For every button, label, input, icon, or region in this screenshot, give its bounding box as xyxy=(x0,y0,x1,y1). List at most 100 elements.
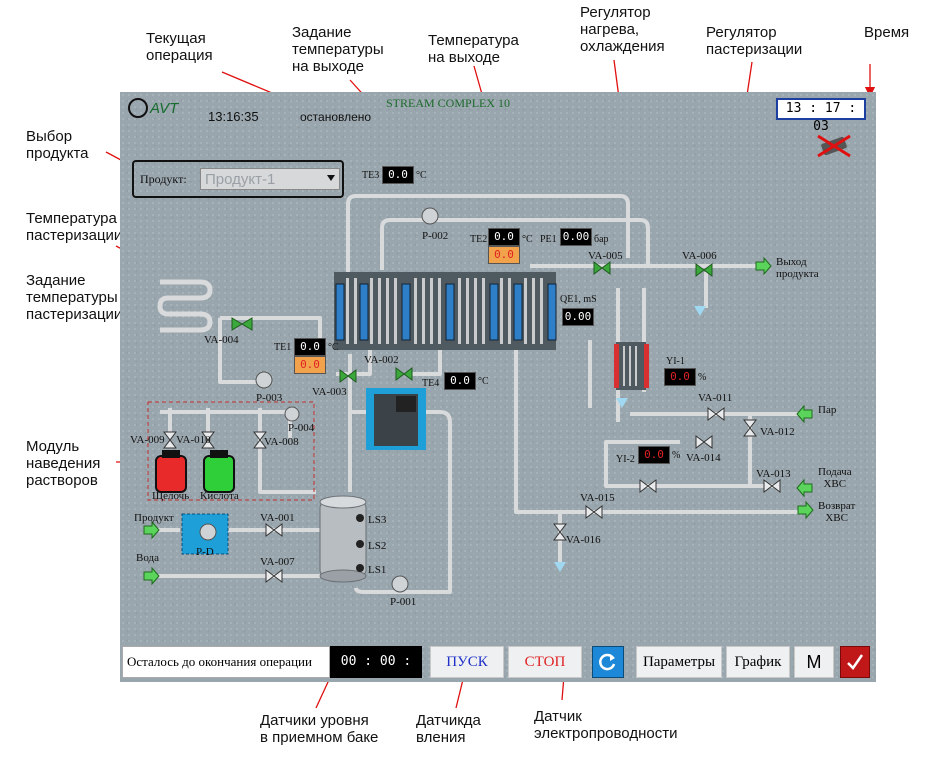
pump-p001-label: P-001 xyxy=(390,596,417,608)
pipe-return xyxy=(514,288,810,514)
yi2-value[interactable]: 0.0 xyxy=(638,446,670,464)
valves xyxy=(163,261,781,583)
manual-mode-button[interactable]: M xyxy=(794,646,834,678)
logo: AVT xyxy=(128,98,178,118)
yi2-unit: % xyxy=(672,450,681,461)
heating-coil xyxy=(157,279,213,333)
annotation-level-sensors: Датчики уровня в приемном баке xyxy=(260,712,379,746)
valve-va016-shape xyxy=(553,523,567,541)
stop-button[interactable]: СТОП xyxy=(508,646,582,678)
annotation-past-temp: Температура пастеризации xyxy=(26,210,123,244)
dosing-tank-acid xyxy=(203,450,235,493)
level-ls3: LS3 xyxy=(368,514,387,526)
valve-va011-label: VA-011 xyxy=(698,392,733,404)
valve-va004-shape xyxy=(231,317,253,331)
pump-p002-label: P-002 xyxy=(422,230,449,242)
yi1-value[interactable]: 0.0 xyxy=(664,368,696,386)
valve-va012-shape xyxy=(743,419,757,437)
product-dropdown[interactable]: Продукт-1 xyxy=(200,168,340,190)
te4-value: 0.0 xyxy=(444,372,476,390)
pipe-p001 xyxy=(352,410,452,594)
valve-va007-shape xyxy=(265,569,283,583)
pump-pd-label: P-D xyxy=(196,546,214,558)
valve-va007-label: VA-007 xyxy=(260,556,295,568)
operation-status: остановлено xyxy=(300,110,372,124)
pump-p004-label: P-004 xyxy=(288,422,315,434)
product-label: Продукт: xyxy=(140,172,187,186)
dosing-tank-alkali xyxy=(155,450,187,493)
product-in-label: Продукт xyxy=(134,512,174,524)
refresh-button[interactable] xyxy=(592,646,624,678)
parameters-button[interactable]: Параметры xyxy=(636,646,722,678)
confirm-button[interactable] xyxy=(840,646,870,678)
pump-p004-shape xyxy=(284,406,300,422)
valve-va003-label: VA-003 xyxy=(312,386,347,398)
te4-unit: °C xyxy=(478,376,489,387)
te1-unit: °C xyxy=(328,342,339,353)
yi1-unit: % xyxy=(698,372,707,383)
te2-setpoint[interactable]: 0.0 xyxy=(488,246,520,264)
annotation-pressure-sensor: Датчикда вления xyxy=(416,712,481,746)
te3-tag: TE3 xyxy=(362,170,380,181)
pe1-value: 0.00 xyxy=(560,228,592,246)
valve-va010-label: VA-010 xyxy=(176,434,211,446)
qe1-tag: QE1, mS xyxy=(560,294,597,305)
tank-alkali-label: Щелочь xyxy=(152,490,190,502)
annotation-product-select: Выбор продукта xyxy=(26,128,89,162)
start-button[interactable]: ПУСК xyxy=(430,646,504,678)
tank-acid-label: Кислота xyxy=(200,490,239,502)
valve-va015-shape xyxy=(585,505,603,519)
valve-va003-shape xyxy=(339,369,357,383)
te4-tag: TE4 xyxy=(422,378,440,389)
checkmark-icon xyxy=(847,654,864,670)
valve-va012-label: VA-012 xyxy=(760,426,795,438)
process-diagram xyxy=(143,194,814,594)
te1-tag: TE1 xyxy=(274,342,292,353)
valve-va001-shape xyxy=(265,523,283,537)
water-in-label: Вода xyxy=(136,552,159,564)
valve-va008-shape xyxy=(253,431,267,449)
valve-va013-shape xyxy=(763,479,781,493)
product-selector: Продукт: Продукт-1 xyxy=(132,160,344,198)
yi1-tag: YI-1 xyxy=(666,356,685,367)
pipe-top-loop xyxy=(346,194,630,288)
chevron-down-icon xyxy=(327,175,335,181)
pump-p003-label: P-003 xyxy=(256,392,283,404)
annotation-temp-out: Температура на выходе xyxy=(428,32,519,66)
valve-va006-label: VA-006 xyxy=(682,250,717,262)
annotation-heat-cool-regulator: Регулятор нагрева, охлаждения xyxy=(580,4,665,55)
te2-value: 0.0 xyxy=(488,228,520,246)
valve-va013-label: VA-013 xyxy=(756,468,791,480)
cold-water-in-label: Подача ХВС xyxy=(818,466,852,490)
te1-value: 0.0 xyxy=(294,338,326,356)
valve-va002-label: VA-002 xyxy=(364,354,399,366)
valve-va010-shape xyxy=(201,431,215,449)
yi2-tag: YI-2 xyxy=(616,454,635,465)
valve-va016-label: VA-016 xyxy=(566,534,601,546)
refresh-icon xyxy=(599,653,616,671)
steam-label: Пар xyxy=(818,404,837,416)
pipe-va012 xyxy=(604,414,752,488)
valve-va004-label: VA-004 xyxy=(204,334,239,346)
valve-va014-shape xyxy=(695,435,713,449)
logo-text: AVT xyxy=(150,99,179,117)
pe1-unit: бар xyxy=(594,234,609,245)
product-out-label: Выход продукта xyxy=(776,256,819,280)
scada-panel: AVT 13:16:35 остановлено STREAM COMPLEX … xyxy=(120,92,876,682)
te3-value: 0.0 xyxy=(382,166,414,184)
te1-setpoint[interactable]: 0.0 xyxy=(294,356,326,374)
valve-va006-shape xyxy=(695,263,713,277)
te2-tag: TE2 xyxy=(470,234,488,245)
remaining-time: 00 : 00 : 00 xyxy=(330,646,422,701)
control-cabinet xyxy=(366,388,426,450)
annotation-conductivity-sensor: Датчик электропроводности xyxy=(534,708,678,742)
te3-unit: °C xyxy=(416,170,427,181)
valve-va001-label: VA-001 xyxy=(260,512,295,524)
valve-va005-label: VA-005 xyxy=(588,250,623,262)
annotation-current-operation: Текущая операция xyxy=(146,30,213,64)
usb-disconnected-icon[interactable] xyxy=(816,134,852,158)
graph-button[interactable]: График xyxy=(726,646,790,678)
annotation-past-setpoint: Задание температуры пастеризации xyxy=(26,272,123,323)
dosing-module-frame xyxy=(147,401,315,501)
valve-yi2-shape xyxy=(639,479,657,493)
